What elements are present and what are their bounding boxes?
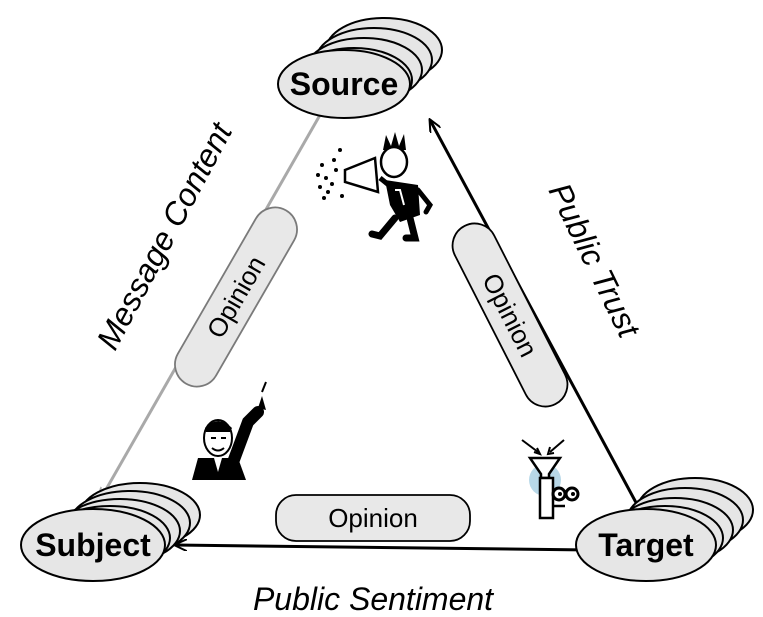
subject-label: Subject xyxy=(35,527,151,563)
opinion-pill-target-subject: Opinion xyxy=(275,494,471,542)
subject-node: Subject xyxy=(20,482,201,582)
opinion-label: Opinion xyxy=(328,503,418,533)
megaphone-speaker-icon xyxy=(316,132,434,242)
public-trust-label: Public Trust xyxy=(542,177,648,343)
target-node: Target xyxy=(575,477,754,582)
opinion-pill-target-source: Opinion xyxy=(451,222,569,408)
edge-target-subject xyxy=(175,545,591,552)
funnel-listener-icon xyxy=(521,439,580,520)
source-label: Source xyxy=(290,66,398,102)
public-sentiment-label: Public Sentiment xyxy=(253,581,494,617)
source-node: Source xyxy=(277,17,443,119)
target-label: Target xyxy=(598,527,694,563)
politician-icon xyxy=(192,381,267,480)
